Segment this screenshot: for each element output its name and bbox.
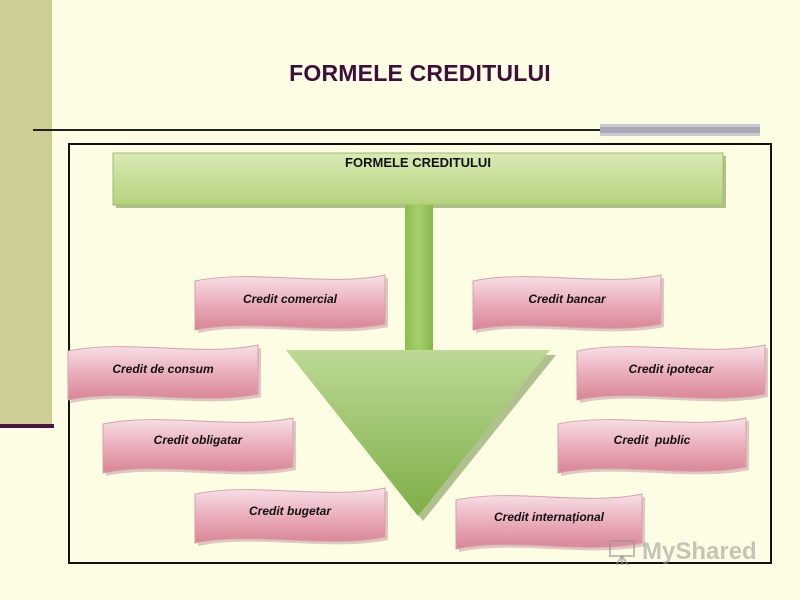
arrow-head — [286, 350, 550, 516]
box-credit-bugetar — [194, 487, 386, 544]
title-accent-bar — [600, 124, 760, 136]
watermark: MyShared — [608, 538, 757, 566]
sidebar-decoration — [0, 0, 52, 424]
box-credit-public — [557, 417, 747, 474]
box-credit-bancar — [472, 274, 662, 331]
slide-title: FORMELE CREDITULUI — [289, 60, 551, 86]
header-label: FORMELE CREDITULUI — [345, 155, 491, 170]
box-credit-obligatar — [102, 417, 294, 474]
credit-de-consum-label: Credit de consum — [112, 362, 214, 376]
box-credit-ipotecar — [576, 344, 766, 401]
credit-comercial-label: Credit comercial — [242, 292, 338, 306]
presentation-icon — [609, 540, 635, 566]
title-divider — [33, 129, 760, 131]
box-credit-de-consum — [67, 344, 259, 401]
box-credit-comercial — [194, 274, 386, 331]
credit-public-label: Credit public — [613, 433, 691, 447]
arrow-stem — [405, 205, 433, 355]
credit-bancar-label: Credit bancar — [528, 292, 606, 306]
credit-obligatar-label: Credit obligatar — [153, 433, 243, 447]
sidebar-underline — [0, 424, 54, 428]
credit-bugetar-label: Credit bugetar — [248, 504, 331, 518]
credit-international-label: Credit internațional — [493, 510, 604, 524]
credit-ipotecar-label: Credit ipotecar — [628, 362, 714, 376]
watermark-text: MyShared — [642, 538, 757, 565]
box-credit-international — [455, 493, 643, 550]
header-bar — [112, 152, 724, 206]
